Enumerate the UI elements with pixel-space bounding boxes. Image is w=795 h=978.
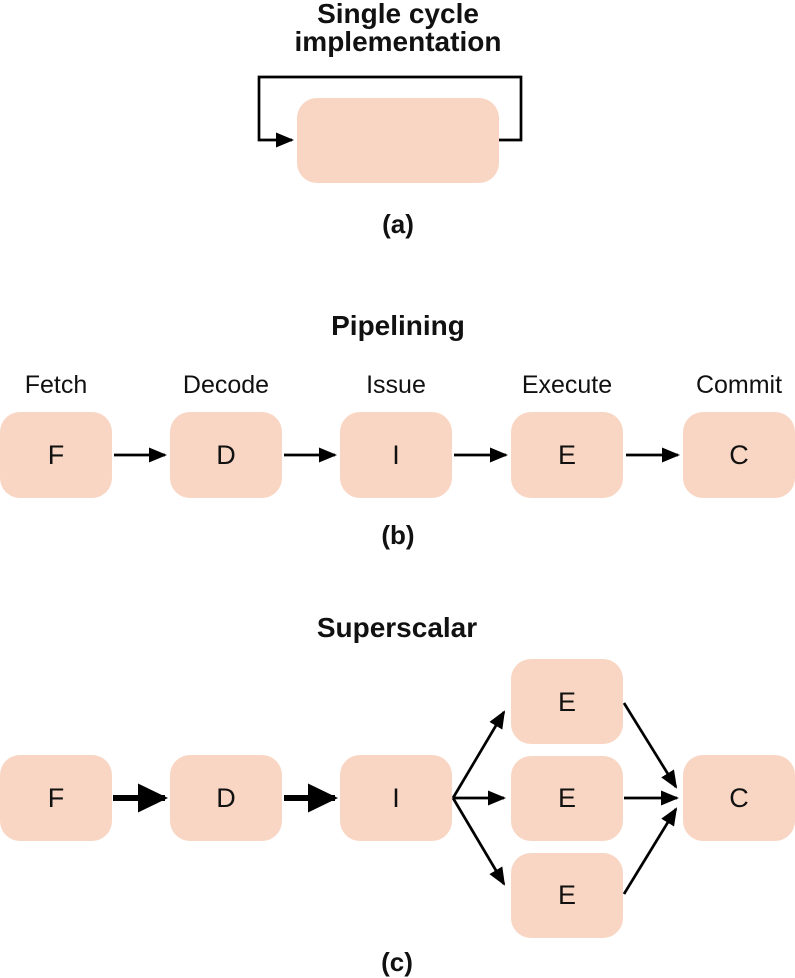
fanout-arrow-bottom — [451, 797, 506, 886]
caption-a: (a) — [382, 209, 414, 239]
superscalar-letter-fetch: F — [48, 783, 65, 813]
stage-label-decode: Decode — [183, 371, 269, 399]
superscalar-box-issue — [340, 755, 452, 841]
pipelining-title: Pipelining — [331, 310, 465, 341]
superscalar-title: Superscalar — [317, 612, 477, 643]
superscalar-letter-decode: D — [216, 783, 236, 813]
stage-box-fetch — [0, 412, 112, 498]
superscalar-letter-issue: I — [392, 783, 400, 813]
superscalar-box-execute-top — [511, 659, 623, 744]
superscalar-letter-execute-bottom: E — [558, 880, 576, 910]
feedback-loop-arrow — [257, 75, 523, 148]
superscalar-box-decode — [170, 755, 282, 841]
superscalar-letter-execute-top: E — [558, 687, 576, 717]
single-cycle-title-line2: implementation — [295, 26, 502, 57]
fanout-arrow-top — [451, 710, 506, 799]
caption-c: (c) — [381, 947, 413, 977]
superscalar-box-fetch — [0, 755, 112, 841]
stage-label-commit: Commit — [696, 371, 782, 399]
stage-letter-commit: C — [729, 440, 749, 470]
superscalar-section: Superscalar F D I E E E C (c) — [0, 612, 795, 977]
stage-letter-execute: E — [558, 440, 576, 470]
stage-letter-fetch: F — [48, 440, 65, 470]
stage-box-decode — [170, 412, 282, 498]
single-cycle-title-line1: Single cycle — [317, 0, 479, 29]
caption-b: (b) — [381, 520, 414, 550]
stage-label-execute: Execute — [522, 371, 612, 399]
single-cycle-box — [297, 98, 499, 183]
stage-box-execute — [511, 412, 623, 498]
superscalar-box-commit — [683, 755, 795, 841]
single-cycle-section: Single cycle implementation (a) — [257, 0, 523, 239]
superscalar-box-execute-middle — [511, 756, 623, 841]
stage-box-issue — [340, 412, 452, 498]
stage-box-commit — [683, 412, 795, 498]
stage-label-issue: Issue — [366, 371, 426, 399]
superscalar-box-execute-bottom — [511, 853, 623, 938]
stage-letter-decode: D — [216, 440, 236, 470]
merge-arrow-bottom — [622, 807, 678, 895]
pipelining-section: Pipelining Fetch Decode Issue Execute Co… — [0, 310, 795, 550]
stage-letter-issue: I — [392, 440, 400, 470]
merge-arrow-top — [622, 702, 678, 789]
superscalar-letter-execute-middle: E — [558, 783, 576, 813]
stage-label-fetch: Fetch — [25, 371, 88, 399]
superscalar-letter-commit: C — [729, 783, 749, 813]
